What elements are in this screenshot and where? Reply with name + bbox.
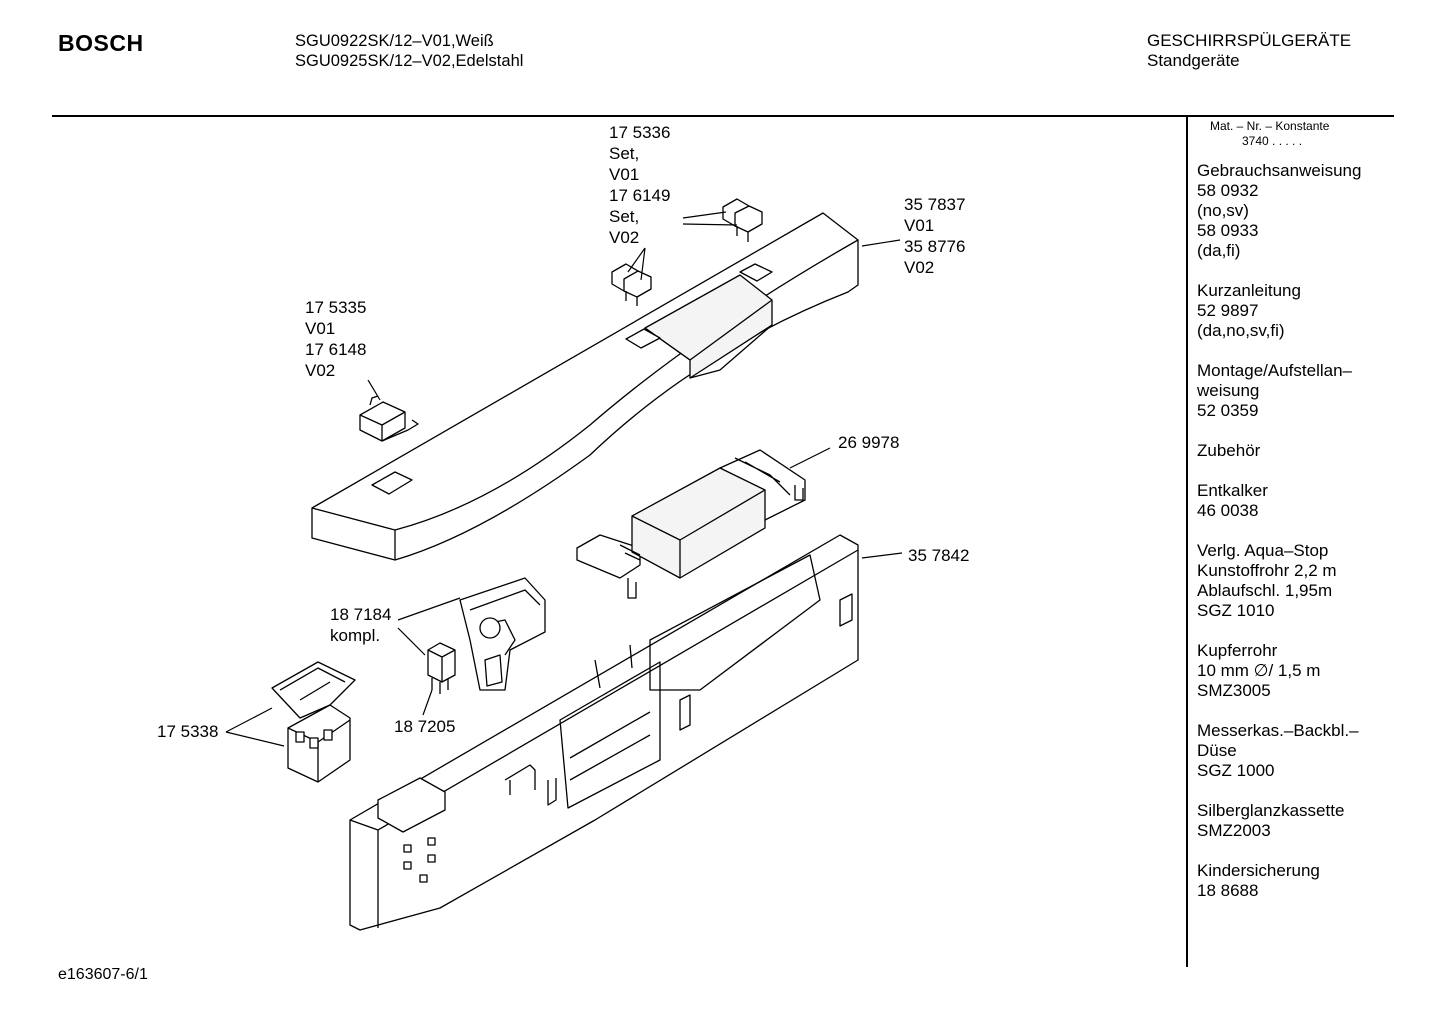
part-label-line: 18 7205: [394, 717, 456, 736]
model-line-1: SGU0922SK/12–V01,Weiß: [295, 32, 494, 50]
category-sub: Standgeräte: [1147, 51, 1240, 70]
sidebar-line: Kunstoffrohr 2,2 m: [1197, 561, 1337, 580]
part-label-line: 35 7837: [904, 195, 966, 214]
drawing-code: e163607-6/1: [58, 966, 148, 983]
part-label-line: V01: [305, 319, 336, 338]
sidebar-line: 18 8688: [1197, 881, 1259, 900]
model-line-2: SGU0925SK/12–V02,Edelstahl: [295, 52, 524, 70]
sidebar-line: SMZ2003: [1197, 821, 1271, 840]
sidebar-line: Montage/Aufstellan–: [1197, 361, 1352, 380]
exploded-view-drawing: [225, 198, 903, 931]
part-label-175338: 17 5338: [157, 721, 218, 742]
main-switch: [459, 577, 546, 691]
part-label-line: V02: [305, 361, 336, 380]
matnr-value: 3740 . . . . .: [1242, 134, 1303, 148]
control-frame: [349, 534, 859, 931]
sidebar-line: (da,no,sv,fi): [1197, 321, 1285, 340]
sidebar-line: Verlg. Aqua–Stop: [1197, 541, 1329, 560]
leader-lines: [225, 211, 903, 747]
sidebar-line: Zubehör: [1197, 441, 1261, 460]
terminal-block: [271, 661, 356, 783]
category: GESCHIRRSPÜLGERÄTE Standgeräte: [1147, 31, 1351, 71]
brand-logo: BOSCH: [58, 30, 144, 56]
sidebar-line: weisung: [1197, 381, 1260, 400]
part-label-line: 17 5336: [609, 123, 671, 142]
category-main: GESCHIRRSPÜLGERÄTE: [1147, 31, 1352, 50]
push-button-part: [359, 395, 419, 442]
part-label-line: 17 6148: [305, 340, 367, 359]
sidebar-line: Messerkas.–Backbl.–: [1197, 721, 1359, 740]
part-label-line: V02: [609, 228, 640, 247]
sidebar-rule: [1186, 117, 1188, 967]
sidebar-line: 52 0359: [1197, 401, 1259, 420]
part-label-line: 17 6149: [609, 186, 671, 205]
part-label-line: Set,: [609, 144, 640, 163]
electronic-module: [576, 449, 806, 599]
part-label-269978: 26 9978: [838, 432, 899, 453]
control-panel-fascia: [311, 212, 859, 561]
part-label-line: 35 8776: [904, 237, 966, 256]
part-label-line: 26 9978: [838, 433, 900, 452]
button-caps: [611, 198, 763, 306]
sidebar-line: 58 0932: [1197, 181, 1259, 200]
matnr-label: Mat. – Nr. – Konstante: [1210, 119, 1330, 133]
part-label-line: V02: [904, 258, 935, 277]
sidebar-line: Kurzanleitung: [1197, 281, 1301, 300]
part-label-187205: 18 7205: [394, 716, 455, 737]
part-label-line: V01: [609, 165, 640, 184]
part-label-187184: 18 7184 kompl.: [330, 604, 391, 646]
sidebar-line: Silberglanzkassette: [1197, 801, 1345, 820]
micro-switch: [427, 642, 456, 694]
header-rule: [52, 115, 1394, 117]
sidebar-line: Gebrauchsanweisung: [1197, 161, 1362, 180]
part-label-line: Set,: [609, 207, 640, 226]
sidebar-line: Düse: [1197, 741, 1237, 760]
sidebar-line: 58 0933: [1197, 221, 1259, 240]
sidebar-line: Ablaufschl. 1,95m: [1197, 581, 1333, 600]
sidebar-line: (no,sv): [1197, 201, 1249, 220]
matnr-block: Mat. – Nr. – Konstante 3740 . . . . .: [1210, 119, 1329, 149]
part-label-357842: 35 7842: [908, 545, 969, 566]
sidebar-line: Kindersicherung: [1197, 861, 1320, 880]
model-list: SGU0922SK/12–V01,Weiß SGU0925SK/12–V02,E…: [295, 31, 523, 71]
sidebar-line: (da,fi): [1197, 241, 1241, 260]
part-label-line: kompl.: [330, 626, 381, 645]
sidebar-line: Entkalker: [1197, 481, 1268, 500]
sidebar-section: Zubehör: [1197, 441, 1387, 461]
part-label-line: 18 7184: [330, 605, 392, 624]
sidebar-line: Kupferrohr: [1197, 641, 1278, 660]
sidebar-line: SGZ 1000: [1197, 761, 1275, 780]
part-label-line: 17 5338: [157, 722, 219, 741]
sidebar-line: 46 0038: [1197, 501, 1259, 520]
part-label-line: 35 7842: [908, 546, 970, 565]
part-label-line: 17 5335: [305, 298, 367, 317]
sidebar-line: SMZ3005: [1197, 681, 1271, 700]
sidebar-line: 52 9897: [1197, 301, 1259, 320]
sidebar-line: 10 mm ∅/ 1,5 m: [1197, 661, 1321, 680]
sidebar-line: SGZ 1010: [1197, 601, 1275, 620]
part-label-line: V01: [904, 216, 935, 235]
